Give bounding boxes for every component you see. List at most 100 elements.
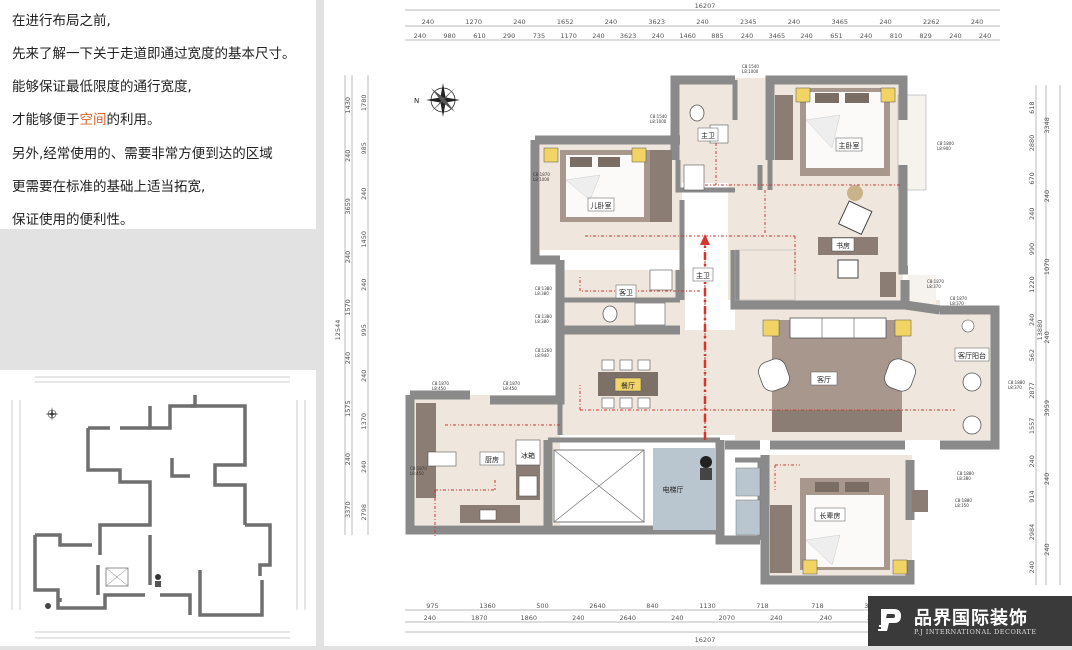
- intro-line-4: 才能够便于空间的利用。: [12, 108, 161, 128]
- window-spec-label: L8:1000: [650, 119, 667, 124]
- dimension-label: 240: [1043, 473, 1051, 485]
- dimension-label: 240: [422, 18, 434, 26]
- dimension-label: 1460: [679, 32, 696, 40]
- dimension-label: 240: [1028, 314, 1036, 326]
- window-spec-label: C8:1880: [955, 498, 972, 503]
- dimension-label: 240: [360, 370, 368, 382]
- dimension-label: 1557: [1028, 418, 1036, 435]
- room-label-guest-bath: 客卫: [619, 288, 633, 297]
- dimension-label: 240: [344, 352, 352, 364]
- dimension-label: 562: [1028, 349, 1036, 361]
- dimension-label: 240: [879, 18, 891, 26]
- dimension-label: 3465: [769, 32, 786, 40]
- window-spec-label: C8:1870: [410, 466, 427, 471]
- room-label-kitchen: 厨房: [485, 455, 499, 464]
- dimension-label: 990: [1028, 243, 1036, 255]
- dimension-label: 670: [1028, 172, 1036, 184]
- dimension-label: 840: [646, 602, 658, 610]
- intro-line-2: 先来了解一下关于走道即通过宽度的基本尺寸。: [12, 46, 296, 62]
- window-spec-label: C8:1380: [535, 314, 552, 319]
- room-label-fridge: 冰箱: [521, 451, 535, 460]
- fridge: [515, 439, 541, 466]
- dimension-label: 1652: [557, 18, 574, 26]
- child-wardrobe: [650, 150, 672, 222]
- window-spec-label: C8:1870: [503, 381, 520, 386]
- thumb-entry-marker: [155, 574, 161, 580]
- compass-icon: N: [414, 83, 460, 117]
- dimension-label: 1570: [344, 299, 352, 316]
- main-entry-arrow-icon: [700, 234, 710, 245]
- kitchen-stove-icon: [518, 475, 538, 497]
- intro-line-3: 能够保证最低限度的通行宽度,: [12, 79, 192, 95]
- dimension-label: 3348: [1043, 117, 1051, 134]
- bottom-total-dimension: 16207: [695, 636, 716, 644]
- dimension-label: 1575: [344, 400, 352, 417]
- dimension-label: 240: [820, 614, 832, 622]
- intro-line-7: 保证使用的便利性。: [12, 212, 134, 228]
- dimension-label: 2640: [589, 602, 606, 610]
- room-label-living: 客厅: [817, 375, 831, 384]
- side-dimension-lines: [344, 75, 1061, 585]
- original-plan-drawing: [11, 376, 306, 639]
- window-spec-label: C8:1870: [927, 279, 944, 284]
- intro-line-4-pre: 才能够便于: [12, 112, 80, 128]
- guest-shower: [634, 302, 666, 326]
- dimension-label: 980: [443, 32, 455, 40]
- dimension-label: 885: [711, 32, 723, 40]
- dimension-label: 3370: [344, 501, 352, 518]
- brand-name-english: P.J INTERNATIONAL DECORATE: [914, 628, 1037, 636]
- window-spec-label: C8:1870: [950, 296, 967, 301]
- brand-logo: 品界国际装饰 P.J INTERNATIONAL DECORATE: [868, 596, 1072, 646]
- svg-text:N: N: [414, 97, 419, 105]
- room-label-master: 主卧室: [839, 141, 860, 150]
- window-spec-label: C8:1880: [957, 471, 974, 476]
- dimension-label: 1220: [1028, 276, 1036, 293]
- window-spec-label: C8:1540: [650, 114, 667, 119]
- dimension-label: 1430: [344, 97, 352, 114]
- dimension-label: 2984: [1028, 524, 1036, 541]
- right-total-dimension: 13880: [1036, 320, 1044, 341]
- dimension-label: 500: [536, 602, 548, 610]
- dimension-label: 718: [811, 602, 823, 610]
- window-spec-label: L8:380: [535, 319, 549, 324]
- lamps: [543, 87, 912, 575]
- room-label-main-bath: 主卫: [696, 271, 710, 280]
- entrance-marker-icon: [700, 456, 712, 480]
- window-spec-label: L8:450: [432, 386, 446, 391]
- main-bath-sink: [649, 269, 673, 291]
- master-bed: [800, 88, 890, 176]
- dimension-label: 240: [949, 32, 961, 40]
- window-spec-label: L8:370: [1008, 385, 1022, 390]
- tv-cabinet: [772, 410, 902, 432]
- dimension-label: 995: [360, 324, 368, 336]
- dimension-label: 1270: [465, 18, 482, 26]
- window-spec-label: L8:380: [957, 476, 971, 481]
- dimension-label: 2070: [719, 614, 736, 622]
- dimension-label: 240: [414, 32, 426, 40]
- dimension-label: 2880: [1028, 135, 1036, 152]
- room-labels: 主卧室 儿卧室 书房 主卫 主卫 客卫 餐厅 客厅 客厅阳台 厨房 冰箱 电梯厅…: [479, 127, 990, 522]
- dimension-label: 1370: [360, 413, 368, 430]
- dimension-label: 240: [360, 461, 368, 473]
- window-spec-label: L8:1000: [742, 69, 759, 74]
- dimension-label: 1870: [471, 614, 488, 622]
- dimension-label: 240: [1043, 331, 1051, 343]
- window-spec-label: C8:1380: [535, 286, 552, 291]
- dimension-label: 3959: [1043, 400, 1051, 417]
- dimension-label: 240: [741, 32, 753, 40]
- brand-name-chinese: 品界国际装饰: [914, 608, 1028, 629]
- kitchen-sink-icon: [427, 451, 457, 467]
- original-plan-thumbnail: [0, 370, 316, 646]
- window-spec-label: L8:370: [927, 284, 941, 289]
- balcony-chairs: [962, 372, 982, 435]
- dimension-label: 2345: [740, 18, 757, 26]
- dimension-label: 240: [671, 614, 683, 622]
- dimension-label: 240: [572, 614, 584, 622]
- window-spec-label: C8:1800: [937, 141, 954, 146]
- room-label-elevator-hall: 电梯厅: [663, 485, 684, 494]
- window-labels: C8:1540L8:1000C8:1540L8:1000C8:1800L8:90…: [410, 64, 1025, 508]
- bottom-dimension-row-2: 24018701860240264024020702402403878: [424, 614, 884, 622]
